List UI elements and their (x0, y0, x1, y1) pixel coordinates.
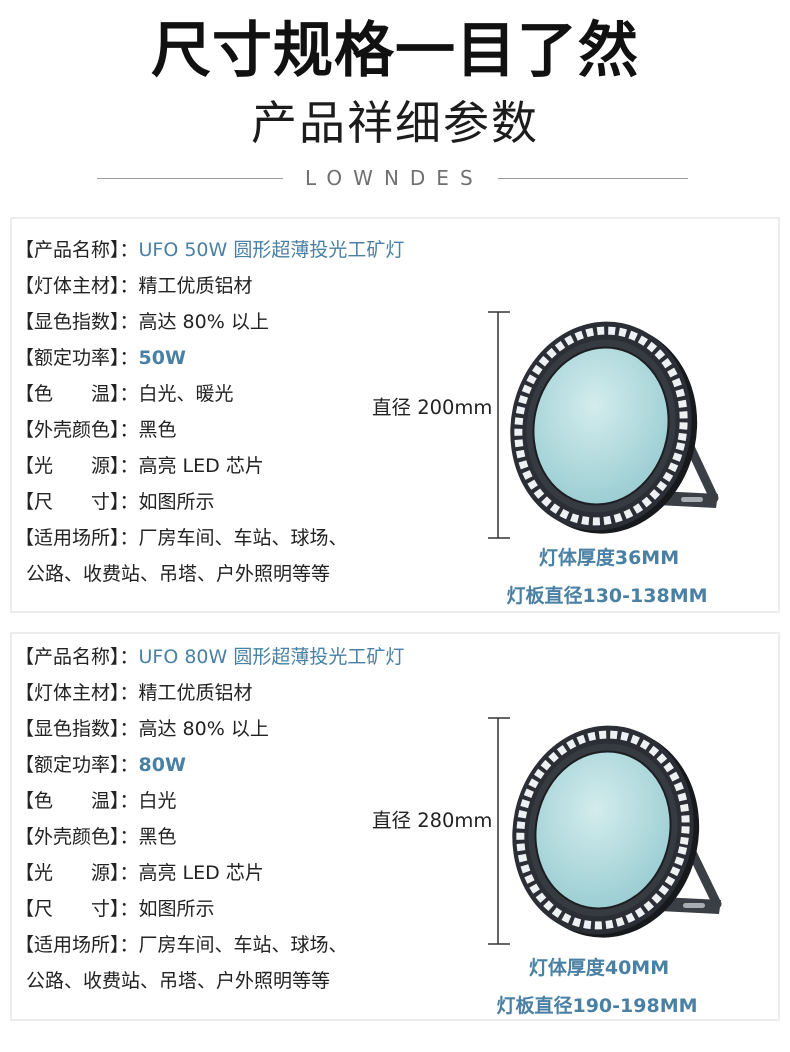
spec-value: 高亮 LED 芯片 (138, 455, 264, 477)
spec-label: 【显色指数】： (15, 718, 139, 740)
spec-value: 黑色 (138, 826, 177, 848)
spec-label: 【尺 寸】： (15, 491, 139, 513)
spec-label: 【灯体主材】： (15, 275, 139, 297)
spec-row-rated-power: 【额定功率】：50W (15, 340, 404, 376)
spec-label: 【尺 寸】： (15, 898, 139, 920)
spec-value: 如图所示 (138, 491, 215, 513)
spec-value: 厂房车间、车站、球场、 (138, 527, 348, 549)
spec-label: 【适用场所】： (15, 934, 139, 956)
brand-divider-left (97, 178, 283, 179)
spec-row-light-source: 【光 源】：高亮 LED 芯片 (15, 448, 404, 484)
spec-label: 【产品名称】： (15, 239, 139, 261)
spec-row-rated-power: 【额定功率】：80W (15, 747, 404, 783)
spec-value: 如图所示 (138, 898, 215, 920)
panel-diameter-label: 灯板直径130-138MM (506, 585, 708, 607)
spec-value: 厂房车间、车站、球场、 (138, 934, 348, 956)
spec-row-size: 【尺 寸】：如图所示 (15, 484, 404, 520)
spec-value: UFO 50W 圆形超薄投光工矿灯 (138, 239, 405, 261)
spec-row-body-material: 【灯体主材】：精工优质铝材 (15, 268, 404, 304)
spec-label: 【显色指数】： (15, 311, 139, 333)
spec-value: 高亮 LED 芯片 (138, 862, 264, 884)
diameter-dimension-line (488, 311, 510, 539)
spec-row-body-material: 【灯体主材】：精工优质铝材 (15, 675, 404, 711)
spec-label: 【灯体主材】： (15, 682, 139, 704)
ufo-lamp-illustration (510, 321, 719, 534)
spec-list-80w: 【产品名称】：UFO 80W 圆形超薄投光工矿灯 【灯体主材】：精工优质铝材 【… (15, 639, 404, 999)
ufo-lamp-illustration (512, 725, 722, 938)
spec-value: 精工优质铝材 (138, 682, 253, 704)
spec-value: 精工优质铝材 (138, 275, 253, 297)
spec-row-product-name: 【产品名称】：UFO 80W 圆形超薄投光工矿灯 (15, 639, 404, 675)
spec-label: 【色 温】： (15, 790, 139, 812)
spec-label: 【色 温】： (15, 383, 139, 405)
bracket-slot (681, 497, 703, 502)
spec-row-size: 【尺 寸】：如图所示 (15, 891, 404, 927)
spec-row-housing-color: 【外壳颜色】：黑色 (15, 819, 404, 855)
spec-label: 【额定功率】： (15, 347, 139, 369)
spec-label: 【产品名称】： (15, 646, 139, 668)
spec-value: 80W (138, 754, 186, 776)
spec-value: 白光 (138, 790, 177, 812)
body-thickness-label: 灯体厚度40MM (528, 957, 670, 979)
panel-diameter-label: 灯板直径190-198MM (496, 995, 698, 1017)
spec-row-housing-color: 【外壳颜色】：黑色 (15, 412, 404, 448)
spec-list-50w: 【产品名称】：UFO 50W 圆形超薄投光工矿灯 【灯体主材】：精工优质铝材 【… (15, 232, 404, 592)
spec-label: 【光 源】： (15, 455, 139, 477)
spec-label: 【光 源】： (15, 862, 139, 884)
spec-value: 黑色 (138, 419, 177, 441)
spec-value: 50W (138, 347, 186, 369)
spec-row-application-continued: 公路、收费站、吊塔、户外照明等等 (26, 563, 331, 585)
spec-label: 【额定功率】： (15, 754, 139, 776)
spec-row-color-rendering-index: 【显色指数】：高达 80% 以上 (15, 711, 404, 747)
page-title: 尺寸规格一目了然 (151, 16, 639, 86)
brand-name: LOWNDES (305, 166, 484, 190)
spec-value: UFO 80W 圆形超薄投光工矿灯 (138, 646, 405, 668)
diameter-label: 直径 280mm (372, 809, 493, 832)
spec-value: 高达 80% 以上 (138, 311, 269, 333)
spec-label: 【适用场所】： (15, 527, 139, 549)
diameter-label: 直径 200mm (372, 396, 493, 419)
spec-row-application: 【适用场所】：厂房车间、车站、球场、 (15, 520, 404, 556)
spec-row-product-name: 【产品名称】：UFO 50W 圆形超薄投光工矿灯 (15, 232, 404, 268)
lamp-housing (512, 725, 700, 938)
spec-value: 白光、暖光 (138, 383, 234, 405)
lamp-glass (532, 346, 670, 506)
spec-label: 【外壳颜色】： (15, 826, 139, 848)
spec-label: 【外壳颜色】： (15, 419, 139, 441)
spec-row-color-rendering-index: 【显色指数】：高达 80% 以上 (15, 304, 404, 340)
page-subtitle: 产品祥细参数 (251, 96, 539, 150)
spec-row-application-continued: 公路、收费站、吊塔、户外照明等等 (26, 970, 331, 992)
diameter-dimension-line (488, 717, 510, 945)
body-thickness-label: 灯体厚度36MM (538, 547, 680, 569)
lamp-glass (534, 750, 672, 910)
vent-slots (514, 326, 688, 526)
vent-slots (516, 730, 690, 930)
spec-row-color-temperature: 【色 温】：白光 (15, 783, 404, 819)
brand-divider-right (498, 178, 688, 179)
spec-row-application: 【适用场所】：厂房车间、车站、球场、 (15, 927, 404, 963)
spec-value: 高达 80% 以上 (138, 718, 269, 740)
spec-row-color-temperature: 【色 温】：白光、暖光 (15, 376, 404, 412)
bracket-slot (683, 903, 705, 908)
spec-row-light-source: 【光 源】：高亮 LED 芯片 (15, 855, 404, 891)
lamp-housing (510, 321, 698, 534)
